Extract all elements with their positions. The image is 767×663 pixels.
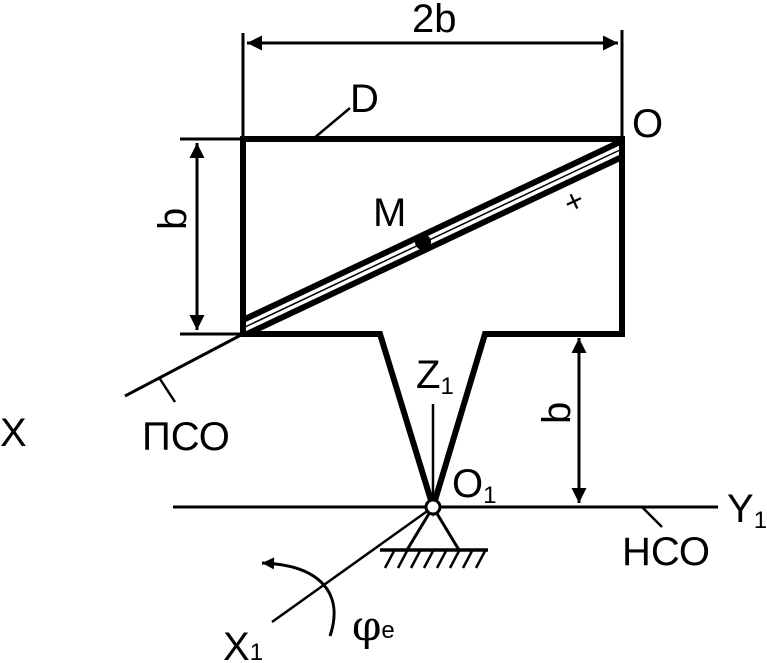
plate-outline <box>240 136 625 518</box>
label-plus: + <box>558 181 590 222</box>
label-phi-e: φe <box>352 601 395 650</box>
pso-axis-line <box>124 332 244 398</box>
label-d: D <box>350 77 379 121</box>
label-nso: НСО <box>622 530 710 574</box>
label-o1: O1 <box>452 462 496 509</box>
label-b-right: b <box>535 402 579 424</box>
label-2b: 2b <box>412 0 457 41</box>
label-x1: X1 <box>223 625 263 663</box>
label-z1: Z1 <box>416 353 454 400</box>
point-m <box>415 234 431 250</box>
diagonal-channel <box>241 138 624 337</box>
leader-pso <box>158 378 177 403</box>
dimension-b-left <box>180 137 243 336</box>
leader-d <box>312 107 351 140</box>
label-x: X <box>0 411 27 455</box>
x1-axis-line <box>271 505 434 624</box>
pivot-support <box>380 506 488 569</box>
label-o: O <box>632 102 663 146</box>
leader-nso <box>641 506 663 528</box>
rotation-arrow-phi <box>261 557 336 637</box>
label-m: M <box>373 191 406 235</box>
dimension-2b <box>241 30 624 139</box>
label-y1: Y1 <box>727 487 767 534</box>
label-b-left: b <box>151 208 195 230</box>
pivot-o1 <box>424 498 442 516</box>
label-pso: ПСО <box>142 415 230 459</box>
